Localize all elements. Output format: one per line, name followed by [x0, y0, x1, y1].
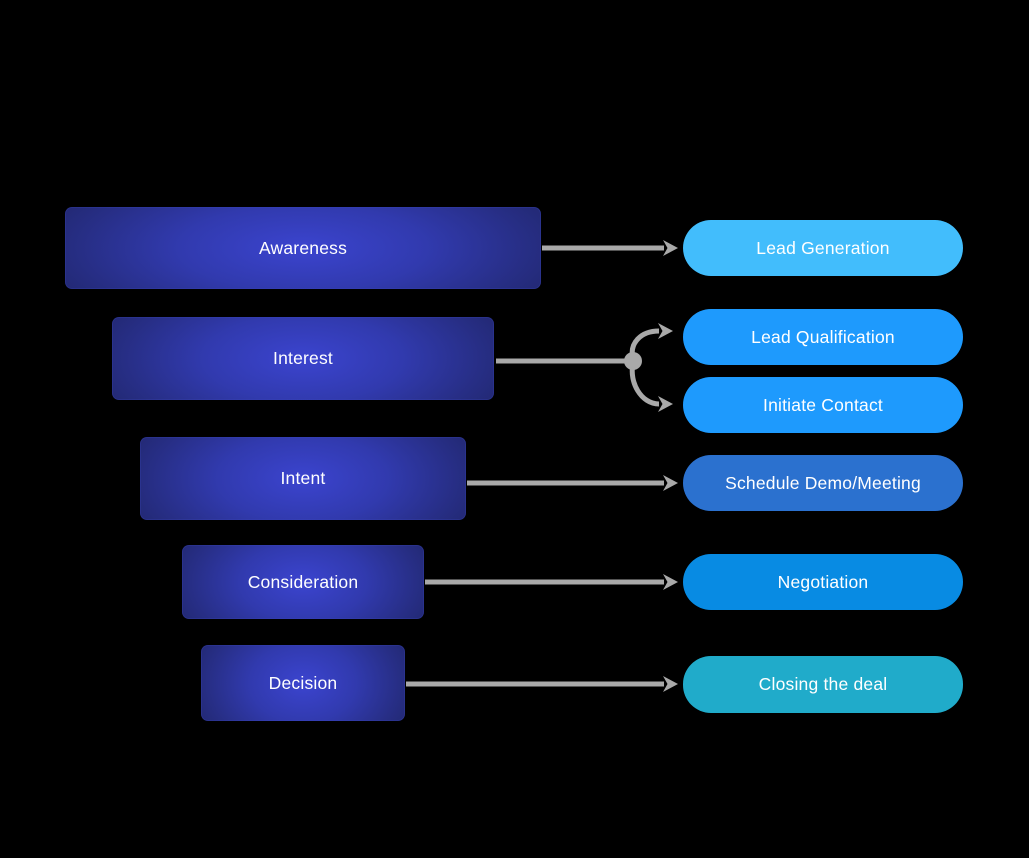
branch-junction-dot	[624, 352, 642, 370]
action-label: Closing the deal	[758, 674, 888, 694]
action-schedule-demo-meeting: Schedule Demo/Meeting	[683, 455, 963, 511]
action-label: Lead Qualification	[751, 326, 895, 347]
stage-awareness: Awareness	[65, 207, 541, 289]
action-lead-generation: Lead Generation	[683, 220, 963, 276]
action-lead-qualification: Lead Qualification	[683, 309, 963, 365]
action-negotiation: Negotiation	[683, 554, 963, 610]
stage-interest: Interest	[112, 317, 494, 400]
stage-label: Consideration	[247, 571, 359, 592]
action-initiate-contact: Initiate Contact	[683, 377, 963, 433]
stage-label: Intent	[280, 468, 326, 488]
action-closing-the-deal: Closing the deal	[683, 656, 963, 713]
stage-decision: Decision	[201, 645, 405, 721]
action-label: Initiate Contact	[763, 394, 883, 415]
stage-label: Interest	[273, 348, 333, 368]
action-label: Negotiation	[777, 571, 869, 592]
action-label: Schedule Demo/Meeting	[725, 472, 921, 493]
arrow-interest-to-initiate-contact	[629, 363, 673, 412]
stage-label: Awareness	[258, 237, 348, 258]
stage-label: Decision	[268, 672, 338, 693]
action-label: Lead Generation	[756, 237, 890, 258]
stage-consideration: Consideration	[182, 545, 424, 619]
stage-intent: Intent	[140, 437, 466, 520]
